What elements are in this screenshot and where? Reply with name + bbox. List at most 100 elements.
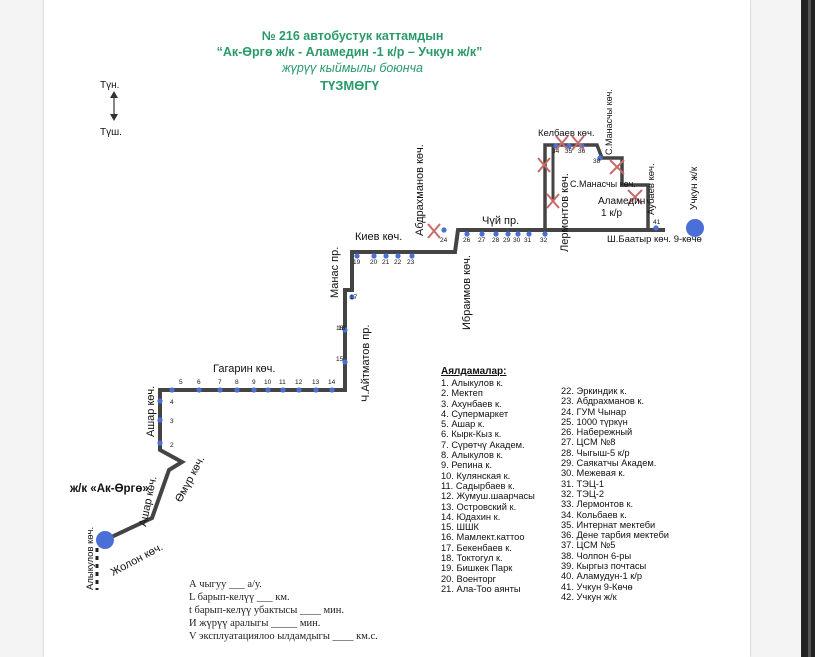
stop-list-item: 38. Чолпон 6-ры: [561, 550, 632, 561]
stop-number-24: 24: [440, 237, 448, 244]
stop-list-item: 19. Бишкек Парк: [441, 563, 513, 574]
stop-list-item: 7. Сүрөтчү Академ.: [441, 439, 525, 450]
street-lermontov: Лермонтов көч.: [559, 173, 571, 252]
street-baatyr: Ш.Баатыр көч. 9-көчө: [607, 234, 702, 245]
document-sheet: [44, 0, 750, 657]
stop-number-38: 38: [593, 158, 601, 165]
stop-list-item: 24. ГУМ Чынар: [561, 406, 627, 417]
title-line-2: “Ак-Өргө ж/к - Аламедин -1 к/р – Учкун ж…: [216, 45, 483, 59]
stop-35: [566, 143, 572, 149]
stop-3: [157, 417, 163, 423]
street-chui: Чүй пр.: [482, 215, 519, 227]
street-manas: Манас пр.: [329, 247, 341, 298]
stop-15: [342, 359, 348, 365]
closed-stop-cross-icons: [427, 135, 643, 239]
stop-list-item: 28. Чыгыш-5 к/р: [561, 447, 630, 458]
stop-20: [371, 253, 377, 259]
stop-list-item: 41. Учкун 9-Көчө: [561, 581, 633, 592]
title-line-1: № 216 автобустук каттамдын: [261, 29, 444, 43]
stop-16: [342, 327, 348, 333]
street-kiev: Киев көч.: [355, 231, 402, 243]
stop-number-20: 20: [370, 259, 378, 266]
stop-list-item: 6. Кырк-Кыз к.: [441, 429, 502, 440]
stop-list-item: 20. Военторг: [441, 573, 497, 584]
compass-arrow-icon: [110, 91, 118, 121]
stop-number-2: 2: [170, 442, 174, 449]
stop-number-12: 12: [295, 379, 303, 386]
stop-9: [251, 387, 257, 393]
stop-8: [234, 387, 240, 393]
stop-number-16: 16: [336, 325, 344, 332]
stop-2: [157, 440, 163, 446]
street-aitmatov: Ч.Айтматов пр.: [360, 325, 372, 402]
stop-list-item: 4. Супермаркет: [441, 408, 509, 419]
street-ashar-1: Ашар көч.: [145, 386, 157, 437]
stop-list-item: 23. Абдрахманов к.: [561, 396, 645, 407]
stop-14: [329, 387, 335, 393]
street-ibraimov: Ибраимов көч.: [461, 255, 473, 330]
stop-list-item: 40. Аламудун-1 к/р: [561, 571, 643, 582]
legend-title: Аялдамалар:: [441, 366, 507, 377]
stop-number-22: 22: [394, 259, 402, 266]
stop-list-item: 33. Лермонтов к.: [561, 499, 634, 510]
stop-list-item: 17. Бекенбаев к.: [441, 542, 512, 553]
stop-number-13: 13: [312, 379, 320, 386]
stop-12: [296, 387, 302, 393]
stop-list-item: 1. Алыкулов к.: [441, 378, 504, 388]
stop-number-3: 3: [170, 418, 174, 425]
stop-5: [169, 387, 175, 393]
stop-number-41: 41: [653, 219, 661, 226]
street-smanas: С.Манасчы көч.: [570, 179, 636, 189]
stop-7: [217, 387, 223, 393]
stop-number-21: 21: [382, 259, 390, 266]
stop-list-item: 26. Набережный: [561, 427, 633, 438]
stop-number-6: 6: [197, 379, 201, 386]
stop-list-item: 8. Алыкулов к.: [441, 450, 504, 461]
stop-41: [653, 225, 659, 231]
street-zholon: Жолон көч.: [109, 541, 165, 579]
stop-number-31: 31: [524, 237, 532, 244]
district-label-line1: Аламедин: [598, 196, 645, 207]
stop-13: [313, 387, 319, 393]
stop-17: [349, 294, 355, 300]
stop-number-30: 30: [513, 237, 521, 244]
route-line: [104, 228, 665, 542]
stop-list-item: 5. Ашар к.: [441, 419, 485, 430]
stop-6: [196, 387, 202, 393]
terminal-ak-orgo: [96, 531, 114, 549]
stop-22: [395, 253, 401, 259]
stop-23: [409, 253, 415, 259]
stop-number-18: 18: [338, 325, 346, 332]
street-gagarin: Гагарин көч.: [213, 363, 275, 375]
stop-list-item: 14. Юдахин к.: [441, 511, 501, 522]
footer-line: t барып-келүү убактысы ____ мин.: [189, 605, 345, 616]
uchkun-end-label: Учкун ж/к: [689, 166, 700, 210]
stop-list-item: 12. Жумуш.шаарчасы: [441, 491, 535, 502]
stop-29: [505, 231, 511, 237]
stop-4: [157, 398, 163, 404]
footer-line: И жүрүү аралыгы _____ мин.: [189, 618, 321, 629]
stop-list-item: 30. Межевая к.: [561, 468, 626, 479]
street-kelbaev: Келбаев көч.: [538, 128, 595, 139]
stop-number-36: 36: [578, 148, 586, 155]
stop-24: [441, 227, 447, 233]
footer-line: А чыгуу ___ а/у.: [189, 579, 262, 590]
stop-30: [515, 231, 521, 237]
stop-list-item: 35. Интернат мектеби: [561, 519, 656, 530]
stop-list-item: 9. Репина к.: [441, 460, 493, 471]
stop-number-29: 29: [503, 237, 511, 244]
stop-list-item: 21. Ала-Тоо аянты: [441, 583, 521, 594]
stop-19: [354, 253, 360, 259]
footer-params: А чыгуу ___ а/у.L барып-келүү ___ км.t б…: [189, 578, 378, 643]
stop-list-item: 32. ТЭЦ-2: [561, 488, 605, 499]
stop-number-27: 27: [478, 237, 486, 244]
title-line-4: ТҮЗМӨГҮ: [320, 78, 379, 93]
stop-number-7: 7: [218, 379, 222, 386]
street-abdrakhmanov: Абдрахманов көч.: [414, 144, 426, 236]
stop-number-4: 4: [170, 399, 174, 406]
stop-number-26: 26: [463, 237, 471, 244]
stop-list-item: 37. ЦСМ №5: [561, 540, 616, 551]
stop-10: [265, 387, 271, 393]
